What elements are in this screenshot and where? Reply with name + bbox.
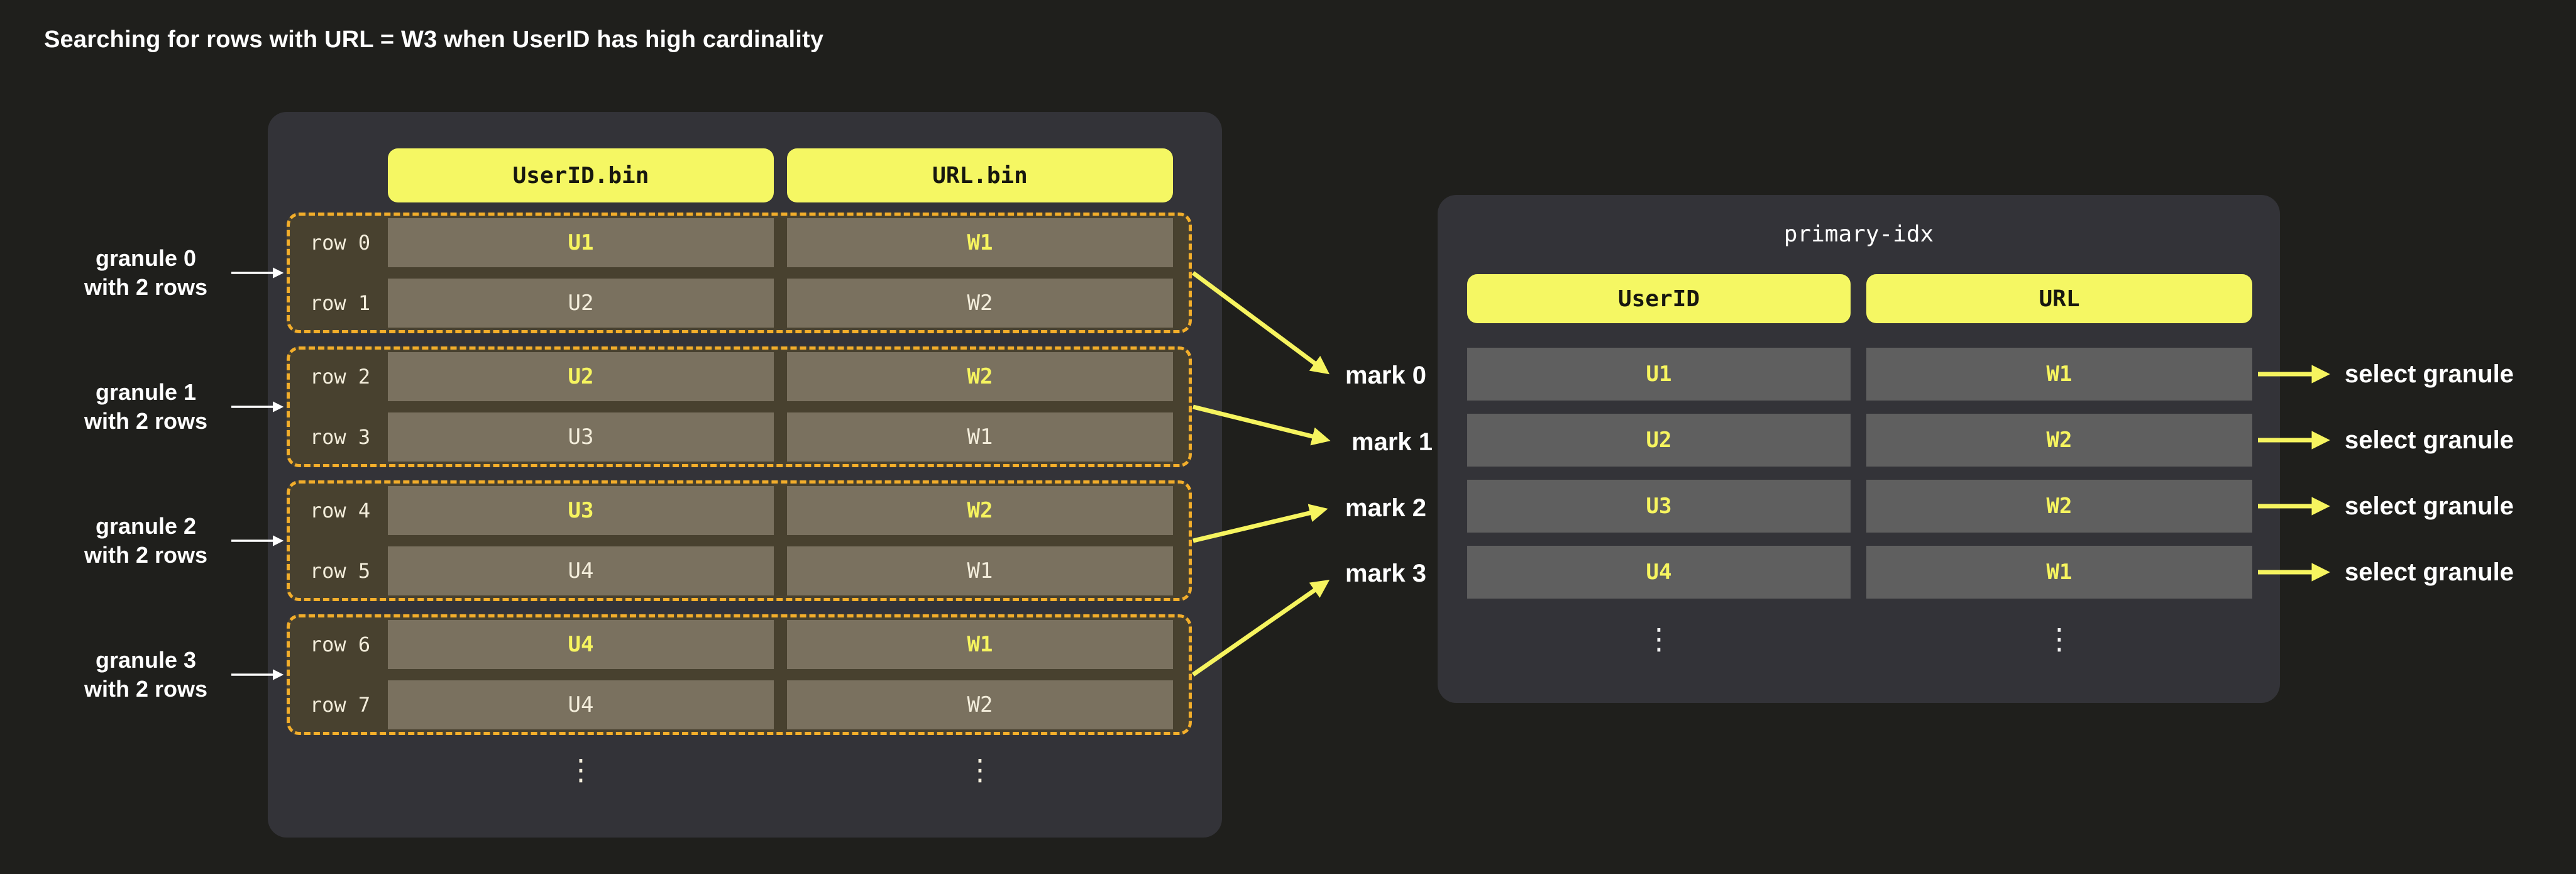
granule-1-label: granule 1 with 2 rows (84, 379, 208, 434)
userid-bin-cell: U4 (388, 680, 774, 729)
granule-0-label: granule 0 with 2 rows (84, 245, 208, 300)
select-granule-label-2: select granule (2345, 492, 2514, 520)
userid-bin-cell: U3 (388, 486, 774, 535)
userid-bin-cell: U2 (388, 352, 774, 401)
row-index-label: row 6 (309, 633, 371, 656)
userid-bin-ellipsis: ⋮ (566, 753, 595, 787)
row-index-label: row 1 (309, 291, 371, 315)
granule-box-1: row 2 U2 W2 row 3 U3 W1 (287, 346, 1192, 467)
granule-box-0: row 0 U1 W1 row 1 U2 W2 (287, 213, 1192, 333)
row-index-label: row 4 (309, 499, 371, 523)
index-url-cell: W1 (1866, 546, 2252, 599)
url-index-header-pill: URL (1866, 274, 2252, 323)
select-granule-label-1: select granule (2345, 426, 2514, 454)
index-userid-cell: U4 (1467, 546, 1851, 599)
mark-0-label: mark 0 (1345, 361, 1426, 389)
userid-bin-cell: U1 (388, 218, 774, 267)
userid-index-header-pill: UserID (1467, 274, 1851, 323)
url-bin-cell: W2 (787, 486, 1173, 535)
granule-2-label: granule 2 with 2 rows (84, 513, 208, 568)
granule-box-2: row 4 U3 W2 row 5 U4 W1 (287, 480, 1192, 601)
index-url-cell: W2 (1866, 414, 2252, 467)
url-bin-cell: W1 (787, 546, 1173, 595)
page-title: Searching for rows with URL = W3 when Us… (44, 26, 824, 53)
url-bin-cell: W2 (787, 680, 1173, 729)
index-userid-cell: U1 (1467, 348, 1851, 401)
row-index-label: row 7 (309, 693, 371, 717)
select-granule-label-3: select granule (2345, 558, 2514, 586)
index-url-cell: W1 (1866, 348, 2252, 401)
mark-2-label: mark 2 (1345, 494, 1426, 522)
granule-box-3: row 6 U4 W1 row 7 U4 W2 (287, 614, 1192, 735)
mark-1-label: mark 1 (1351, 428, 1433, 456)
select-granule-label-0: select granule (2345, 360, 2514, 388)
url-bin-cell: W2 (787, 352, 1173, 401)
index-url-cell: W2 (1866, 480, 2252, 533)
userid-bin-cell: U4 (388, 546, 774, 595)
userid-bin-cell: U4 (388, 620, 774, 669)
row-index-label: row 0 (309, 231, 371, 255)
url-bin-cell: W1 (787, 218, 1173, 267)
index-userid-ellipsis: ⋮ (1644, 622, 1673, 656)
mark-3-label: mark 3 (1345, 559, 1426, 587)
url-bin-ellipsis: ⋮ (966, 753, 994, 787)
userid-bin-cell: U3 (388, 412, 774, 462)
row-index-label: row 5 (309, 559, 371, 583)
granule-3-label: granule 3 with 2 rows (84, 647, 208, 702)
primary-index-title: primary-idx (1783, 221, 1934, 247)
userid-bin-header-pill: UserID.bin (388, 148, 774, 202)
index-userid-cell: U3 (1467, 480, 1851, 533)
userid-bin-cell: U2 (388, 279, 774, 328)
url-bin-header-pill: URL.bin (787, 148, 1173, 202)
url-bin-cell: W2 (787, 279, 1173, 328)
index-userid-cell: U2 (1467, 414, 1851, 467)
index-url-ellipsis: ⋮ (2045, 622, 2074, 656)
url-bin-cell: W1 (787, 412, 1173, 462)
row-index-label: row 3 (309, 425, 371, 449)
row-index-label: row 2 (309, 365, 371, 389)
url-bin-cell: W1 (787, 620, 1173, 669)
